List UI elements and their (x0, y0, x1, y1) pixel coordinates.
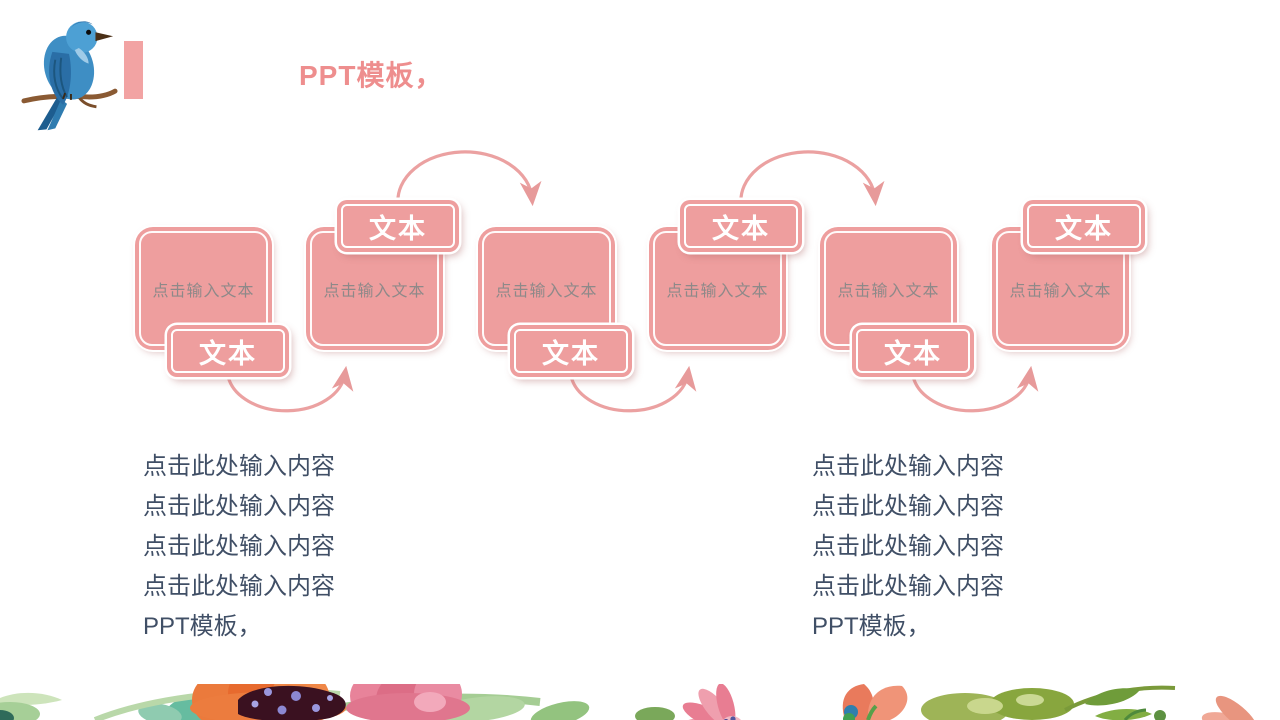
flow-label-1-text: 文本 (199, 338, 257, 369)
right-text-line-3[interactable]: 点击此处输入内容 (812, 533, 1004, 560)
right-text-line-5[interactable]: PPT模板， (812, 613, 931, 640)
right-text-line-2[interactable]: 点击此处输入内容 (812, 493, 1004, 520)
flow-box-4-placeholder: 点击输入文本 (666, 282, 769, 300)
left-text-line-1[interactable]: 点击此处输入内容 (143, 453, 335, 480)
flow-label-4[interactable]: 文本 (680, 200, 802, 252)
connector-arc-bottom-2 (569, 365, 697, 413)
flow-label-2[interactable]: 文本 (337, 200, 459, 252)
left-text-line-2[interactable]: 点击此处输入内容 (143, 493, 335, 520)
flow-label-5-text: 文本 (884, 338, 942, 369)
bird-icon (21, 21, 118, 131)
slide-title[interactable]: PPT模板， (299, 60, 444, 91)
left-text-block[interactable]: 点击此处输入内容 点击此处输入内容 点击此处输入内容 点击此处输入内容 PPT模… (143, 447, 335, 647)
flow-label-6-text: 文本 (1055, 213, 1113, 244)
flow-label-1[interactable]: 文本 (167, 325, 289, 377)
salmon-daisy (1201, 695, 1258, 720)
flow-label-4-text: 文本 (712, 213, 770, 244)
poppy-flower (190, 684, 346, 720)
olive-leaves (921, 685, 1176, 720)
connector-arc-bottom-1 (226, 365, 354, 413)
connector-arc-top-1 (396, 150, 542, 207)
connector-arc-top-2 (739, 150, 885, 207)
flow-label-5[interactable]: 文本 (852, 325, 974, 377)
flow-label-6[interactable]: 文本 (1023, 200, 1145, 252)
flow-box-6-placeholder: 点击输入文本 (1009, 282, 1112, 300)
right-text-line-1[interactable]: 点击此处输入内容 (812, 453, 1004, 480)
bird-beak (95, 32, 114, 42)
flower-border-icon (0, 684, 1258, 720)
flow-label-3-text: 文本 (542, 338, 600, 369)
branch (21, 88, 118, 104)
rose-flower (346, 684, 470, 720)
left-text-line-4[interactable]: 点击此处输入内容 (143, 573, 335, 600)
bird-eye (86, 29, 92, 35)
flow-box-6[interactable]: 点击输入文本 (992, 227, 1129, 350)
left-text-line-5[interactable]: PPT模板， (143, 613, 262, 640)
title-accent-bar (124, 41, 143, 99)
flow-box-1-placeholder: 点击输入文本 (152, 282, 255, 300)
bird-head (66, 21, 98, 53)
flow-label-3[interactable]: 文本 (510, 325, 632, 377)
connector-arc-bottom-3 (911, 365, 1039, 413)
pink-daisy (678, 684, 741, 720)
flow-box-3-placeholder: 点击输入文本 (495, 282, 598, 300)
flow-box-2-placeholder: 点击输入文本 (323, 282, 426, 300)
flow-label-2-text: 文本 (369, 213, 427, 244)
bird-tail (37, 96, 62, 131)
right-text-block[interactable]: 点击此处输入内容 点击此处输入内容 点击此处输入内容 点击此处输入内容 PPT模… (812, 447, 1004, 647)
left-text-line-3[interactable]: 点击此处输入内容 (143, 533, 335, 560)
right-text-line-4[interactable]: 点击此处输入内容 (812, 573, 1004, 600)
coral-flower (842, 684, 908, 720)
flow-box-5-placeholder: 点击输入文本 (837, 282, 940, 300)
